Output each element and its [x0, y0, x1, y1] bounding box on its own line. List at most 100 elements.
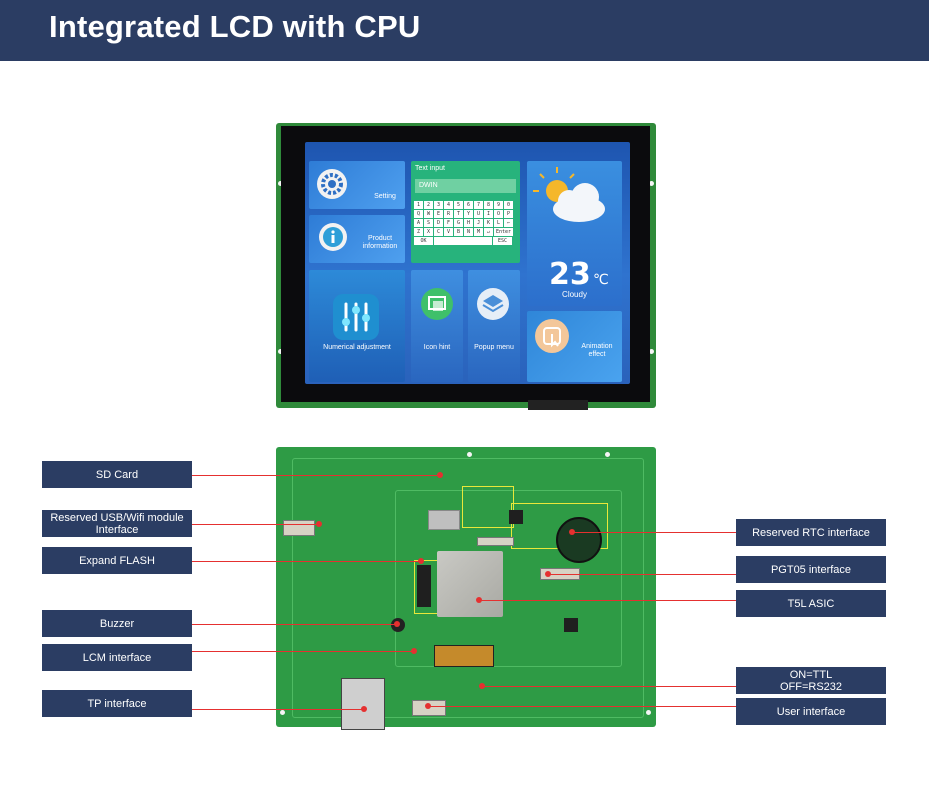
key: F: [444, 219, 453, 227]
key: D: [434, 219, 443, 227]
page-title: Integrated LCD with CPU: [49, 9, 421, 44]
label-t5l-asic: T5L ASIC: [736, 590, 886, 617]
key: 5: [454, 201, 463, 209]
pointer-dot: [418, 558, 424, 564]
touch-icon: [535, 319, 569, 353]
mount-hole: [649, 181, 654, 186]
pointer-line: [548, 574, 736, 575]
key: W: [424, 210, 433, 218]
key: M: [474, 228, 483, 236]
key: J: [474, 219, 483, 227]
temperature-value: 23: [549, 257, 591, 292]
pointer-line: [192, 651, 414, 652]
key: N: [464, 228, 473, 236]
label-expand-flash: Expand FLASH: [42, 547, 192, 574]
pointer-line: [192, 561, 421, 562]
key: 6: [464, 201, 473, 209]
window-icon: [421, 288, 453, 320]
page-header: Integrated LCD with CPU: [0, 0, 929, 61]
pointer-dot: [394, 621, 400, 627]
ic-chip: [509, 510, 523, 524]
mount-hole: [646, 710, 651, 715]
text-input-tile: Text input DWIN 1 2 3 4 5 6 7 8 9 0 Q W …: [411, 161, 520, 263]
key: [434, 237, 492, 245]
key: T: [454, 210, 463, 218]
key: OK: [414, 237, 433, 245]
popup-menu-label: Popup menu: [474, 344, 514, 351]
pointer-line: [192, 524, 319, 525]
setting-tile: Setting: [309, 161, 405, 209]
popup-menu-tile: Popup menu: [468, 270, 520, 382]
key: P: [504, 210, 513, 218]
pointer-dot: [545, 571, 551, 577]
label-pgt05-interface: PGT05 interface: [736, 556, 886, 583]
numerical-adjustment-tile: Numerical adjustment: [309, 270, 405, 382]
sliders-icon: [333, 294, 379, 340]
label-ttl-rs232: ON=TTL OFF=RS232: [736, 667, 886, 694]
label-buzzer: Buzzer: [42, 610, 192, 637]
pointer-line: [428, 706, 736, 707]
sd-card-slot: [428, 510, 460, 530]
icon-hint-tile: Icon hint: [411, 270, 463, 382]
key: E: [434, 210, 443, 218]
rtc-battery-holder: [556, 517, 602, 563]
key: O: [494, 210, 503, 218]
usb-wifi-connector: [283, 520, 315, 536]
key: L: [494, 219, 503, 227]
pointer-line: [482, 686, 736, 687]
icon-hint-label: Icon hint: [423, 344, 451, 351]
key: C: [434, 228, 443, 236]
temperature-unit: ℃: [593, 271, 609, 287]
pointer-line: [192, 709, 364, 710]
pointer-line: [479, 600, 736, 601]
mount-hole: [649, 349, 654, 354]
product-info-tile: Product information: [309, 215, 405, 263]
mount-hole: [278, 349, 283, 354]
tp-connector: [341, 678, 385, 730]
mount-hole: [278, 181, 283, 186]
sun-cloud-icon: [533, 167, 605, 222]
setting-label: Setting: [374, 193, 396, 200]
key: ESC: [493, 237, 512, 245]
label-tp-interface: TP interface: [42, 690, 192, 717]
key: R: [444, 210, 453, 218]
label-user-interface: User interface: [736, 698, 886, 725]
key: 8: [484, 201, 493, 209]
key: U: [474, 210, 483, 218]
lcd-screen: Setting Product information Text input D…: [305, 142, 630, 384]
label-usb-wifi: Reserved USB/Wifi module Interface: [42, 510, 192, 537]
label-sd-card: SD Card: [42, 461, 192, 488]
keyboard: 1 2 3 4 5 6 7 8 9 0 Q W E R T Y U I O: [414, 201, 517, 259]
key: 2: [424, 201, 433, 209]
pointer-line: [192, 475, 440, 476]
pcb-trace: [395, 490, 622, 667]
pointer-line: [192, 624, 397, 625]
info-icon: [319, 223, 347, 251]
key: ↵: [484, 228, 493, 236]
pointer-dot: [316, 521, 322, 527]
key: 1: [414, 201, 423, 209]
ribbon-cable: [528, 400, 588, 410]
key: Q: [414, 210, 423, 218]
ic-chip: [564, 618, 578, 632]
key: Y: [464, 210, 473, 218]
pointer-dot: [411, 648, 417, 654]
pointer-dot: [437, 472, 443, 478]
flash-chip: [417, 565, 431, 607]
key: A: [414, 219, 423, 227]
pointer-dot: [425, 703, 431, 709]
key: 3: [434, 201, 443, 209]
key: 9: [494, 201, 503, 209]
mount-hole: [280, 710, 285, 715]
key: B: [454, 228, 463, 236]
mount-hole: [467, 452, 472, 457]
key: 4: [444, 201, 453, 209]
pgt05-connector: [477, 537, 514, 546]
key: G: [454, 219, 463, 227]
animation-effect-label: Animation effect: [581, 343, 613, 358]
key: I: [484, 210, 493, 218]
key: Z: [414, 228, 423, 236]
product-info-label: Product information: [362, 235, 398, 250]
weather-description: Cloudy: [562, 290, 587, 299]
pointer-dot: [479, 683, 485, 689]
